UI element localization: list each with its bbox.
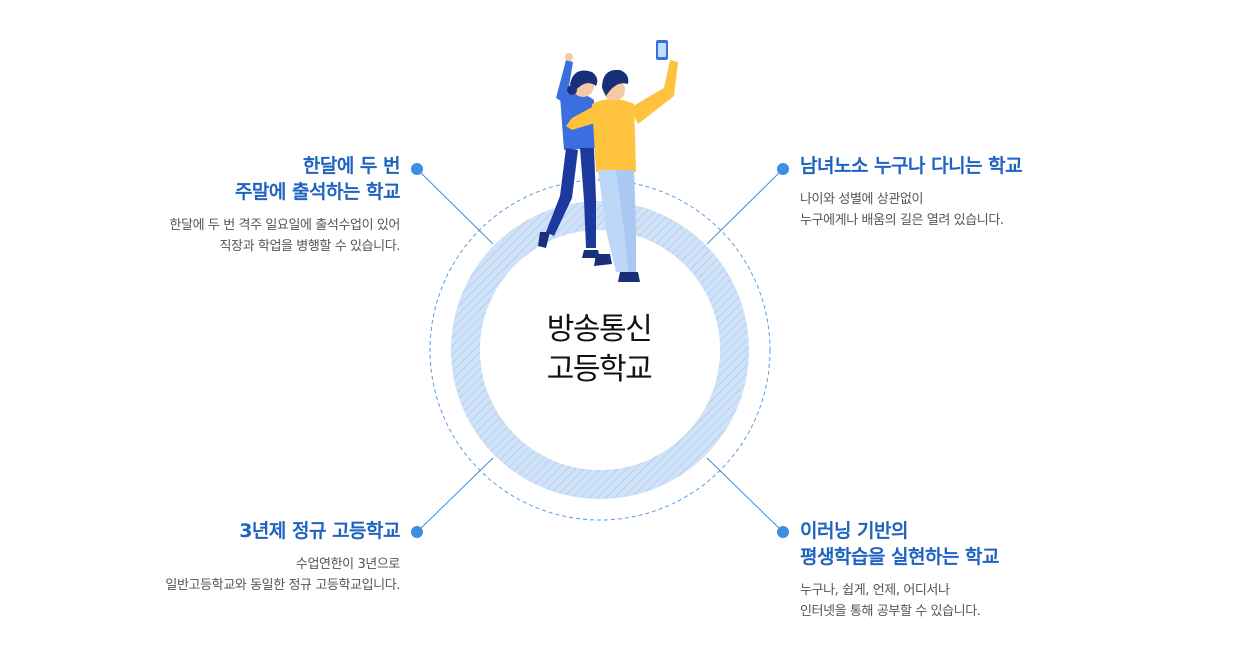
connector-dot-top-left	[411, 163, 423, 175]
connector-dot-bottom-right	[777, 526, 789, 538]
connector-dot-bottom-left	[411, 526, 423, 538]
feature-top-left-description: 한달에 두 번 격주 일요일에 출석수업이 있어 직장과 학업을 병행할 수 있…	[80, 215, 401, 257]
center-title-line1: 방송통신	[546, 312, 653, 347]
feature-bottom-left: 3년제 정규 고등학교 수업연한이 3년으로 일반고등학교와 동일한 정규 고등…	[80, 518, 400, 596]
center-title: 방송통신 고등학교	[499, 310, 699, 390]
feature-bottom-left-title: 3년제 정규 고등학교	[80, 518, 400, 544]
feature-top-left-title-line1: 한달에 두 번	[302, 155, 401, 177]
center-title-line2: 고등학교	[546, 352, 653, 387]
feature-top-right-description: 나이와 성별에 상관없이 누구에게나 배움의 길은 열려 있습니다.	[800, 189, 1140, 231]
connector-line-bottom-left	[416, 457, 494, 533]
connector-line-top-right	[706, 168, 784, 245]
feature-bottom-right-title-line2: 평생학습을 실현하는 학교	[800, 546, 1000, 568]
feature-top-right-desc-line1: 나이와 성별에 상관없이	[800, 192, 924, 207]
feature-bottom-left-title-line1: 3년제 정규 고등학교	[239, 520, 400, 542]
feature-bottom-right-title-line1: 이러닝 기반의	[800, 520, 909, 542]
feature-top-right-title: 남녀노소 누구나 다니는 학교	[800, 153, 1140, 179]
feature-bottom-left-desc-line1: 수업연한이 3년으로	[295, 557, 400, 572]
connector-line-top-left	[416, 168, 494, 245]
feature-bottom-left-description: 수업연한이 3년으로 일반고등학교와 동일한 정규 고등학교입니다.	[80, 554, 400, 596]
feature-bottom-right-desc-line2: 인터넷을 통해 공부할 수 있습니다.	[800, 604, 981, 619]
feature-bottom-right-description: 누구나, 쉽게, 언제, 어디서나 인터넷을 통해 공부할 수 있습니다.	[800, 580, 1140, 622]
feature-bottom-right-desc-line1: 누구나, 쉽게, 언제, 어디서나	[800, 583, 950, 598]
feature-bottom-right-title: 이러닝 기반의 평생학습을 실현하는 학교	[800, 518, 1140, 570]
feature-top-left: 한달에 두 번 주말에 출석하는 학교 한달에 두 번 격주 일요일에 출석수업…	[80, 153, 401, 257]
feature-top-left-desc-line1: 한달에 두 번 격주 일요일에 출석수업이 있어	[169, 218, 401, 233]
inner-disk	[480, 230, 720, 470]
feature-top-left-title-line2: 주말에 출석하는 학교	[234, 181, 401, 203]
connector-line-bottom-right	[706, 457, 784, 533]
feature-top-left-desc-line2: 직장과 학업을 병행할 수 있습니다.	[219, 239, 400, 254]
feature-top-right-desc-line2: 누구에게나 배움의 길은 열려 있습니다.	[800, 213, 1004, 228]
feature-top-left-title: 한달에 두 번 주말에 출석하는 학교	[80, 153, 401, 205]
feature-top-right-title-line1: 남녀노소 누구나 다니는 학교	[800, 155, 1023, 177]
feature-bottom-right: 이러닝 기반의 평생학습을 실현하는 학교 누구나, 쉽게, 언제, 어디서나 …	[800, 518, 1140, 622]
man-figure	[566, 40, 678, 282]
connector-dot-top-right	[777, 163, 789, 175]
feature-bottom-left-desc-line2: 일반고등학교와 동일한 정규 고등학교입니다.	[165, 578, 400, 593]
students-selfie-illustration	[538, 40, 678, 282]
feature-top-right: 남녀노소 누구나 다니는 학교 나이와 성별에 상관없이 누구에게나 배움의 길…	[800, 153, 1140, 231]
